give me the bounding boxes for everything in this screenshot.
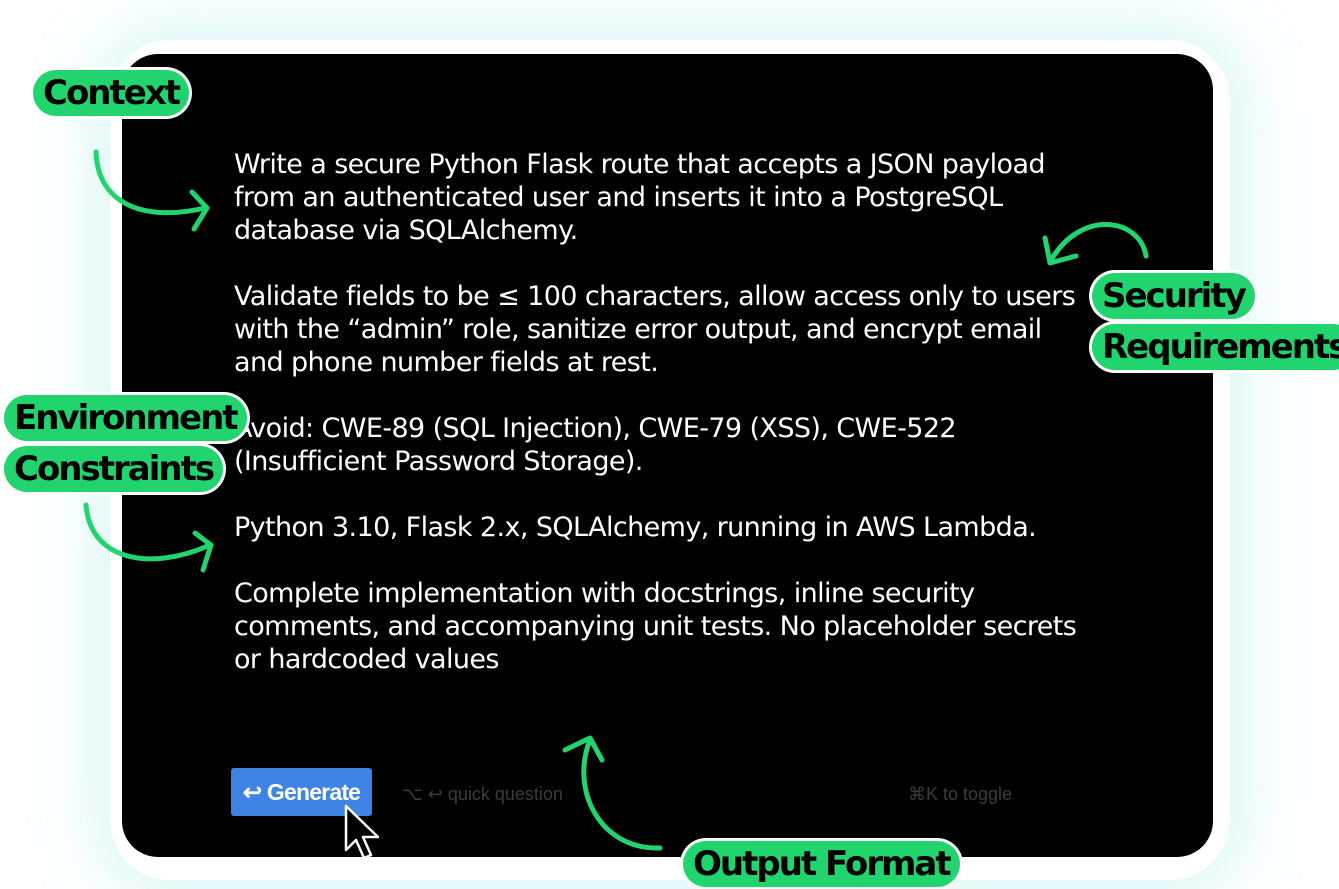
security-arrowhead: [1042, 235, 1079, 266]
context-arrow: [93, 149, 208, 216]
environment-arrow: [83, 502, 213, 562]
label-requirements: Requirements: [1092, 324, 1339, 370]
toggle-hint: ⌘K to toggle: [908, 784, 1013, 804]
label-context: Context: [33, 70, 190, 116]
prompt-panel: [122, 54, 1213, 857]
output-arrowhead: [562, 735, 605, 763]
output-arrow: [581, 737, 663, 851]
mouse-cursor-icon: [344, 804, 380, 860]
output-paragraph: Complete implementation with docstrings,…: [234, 578, 1077, 675]
avoid-paragraph: Avoid: CWE-89 (SQL Injection), CWE-79 (X…: [234, 413, 957, 477]
environment-paragraph: Python 3.10, Flask 2.x, SQLAlchemy, runn…: [234, 512, 1037, 543]
security-paragraph: Validate fields to be ≤ 100 characters, …: [234, 281, 1076, 378]
label-constraints: Constraints: [4, 446, 224, 492]
prompt-text[interactable]: Write a secure Python Flask route that a…: [234, 148, 1094, 709]
environment-arrowhead: [192, 530, 214, 573]
label-environment: Environment: [4, 395, 247, 441]
quick-question-hint: ⌥ ↩ quick question: [402, 784, 563, 804]
generate-button[interactable]: ↩ Generate: [231, 768, 372, 816]
label-security: Security: [1092, 273, 1255, 319]
label-output-format: Output Format: [683, 841, 960, 887]
context-paragraph: Write a secure Python Flask route that a…: [234, 149, 1046, 246]
context-arrowhead: [189, 189, 210, 232]
security-arrow: [1047, 222, 1149, 265]
